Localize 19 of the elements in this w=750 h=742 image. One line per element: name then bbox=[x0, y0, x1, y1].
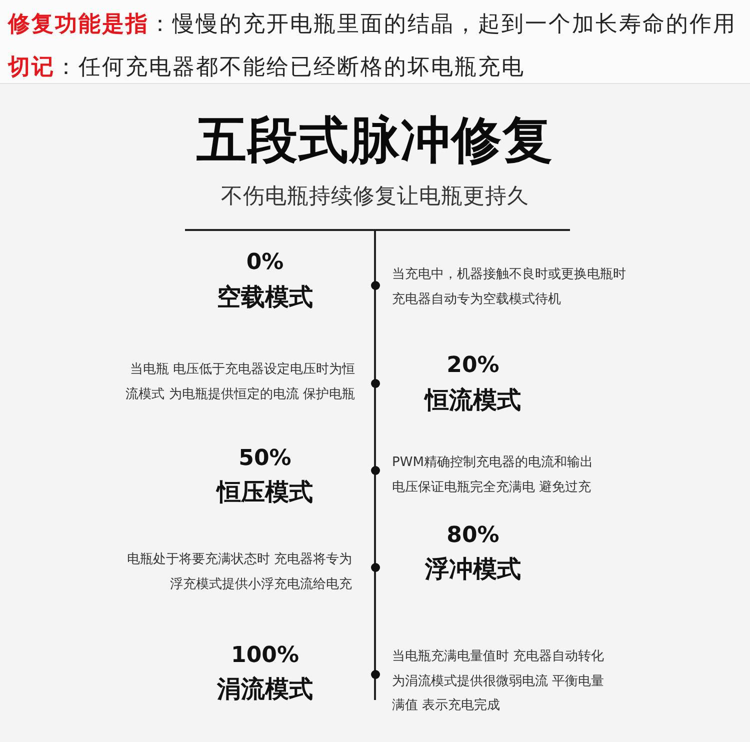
mode-name: 空载模式 bbox=[216, 282, 314, 312]
description-text: 当电瓶 电压低于充电器设定电压时为恒流模式 为电瓶提供恒定的电流 保护电瓶 bbox=[124, 361, 355, 404]
description-text: 电瓶处于将要充满状态时 充电器将专为浮充模式提供小浮充电流给电充 bbox=[126, 551, 352, 594]
percent-label: 20% bbox=[446, 352, 500, 380]
mode-name: 恒压模式 bbox=[214, 477, 314, 507]
mode-name: 浮冲模式 bbox=[424, 554, 522, 584]
description-text: 当电瓶充满电量值时 充电器自动转化为涓流模式提供很微弱电流 平衡电量满值 表示充电完成 bbox=[392, 648, 606, 715]
description-text: PWM精确控制充电器的电流和输出电压保证电瓶完全充满电 避免过充 bbox=[392, 454, 594, 496]
note-text: 修复功能是指：慢慢的充开电瓶里面的结晶，起到一个加长寿命的作用 bbox=[8, 11, 736, 39]
diagram-title: 五段式脉冲修复 bbox=[196, 110, 554, 170]
percent-label: 100% bbox=[230, 642, 300, 670]
percent-label: 50% bbox=[238, 445, 292, 473]
mode-name: 涓流模式 bbox=[216, 674, 314, 704]
note-text: 切记：任何充电器都不能给已经断格的坏电瓶充电 bbox=[8, 54, 525, 82]
mode-name: 恒流模式 bbox=[422, 385, 522, 415]
percent-label: 80% bbox=[446, 522, 500, 550]
subtitle: 不伤电瓶持续修复让电瓶更持久 bbox=[220, 183, 530, 211]
percent-label: 0% bbox=[245, 249, 285, 277]
description-text: 当充电中，机器接触不良时或更换电瓶时充电器自动专为空载模式待机 bbox=[392, 266, 627, 308]
